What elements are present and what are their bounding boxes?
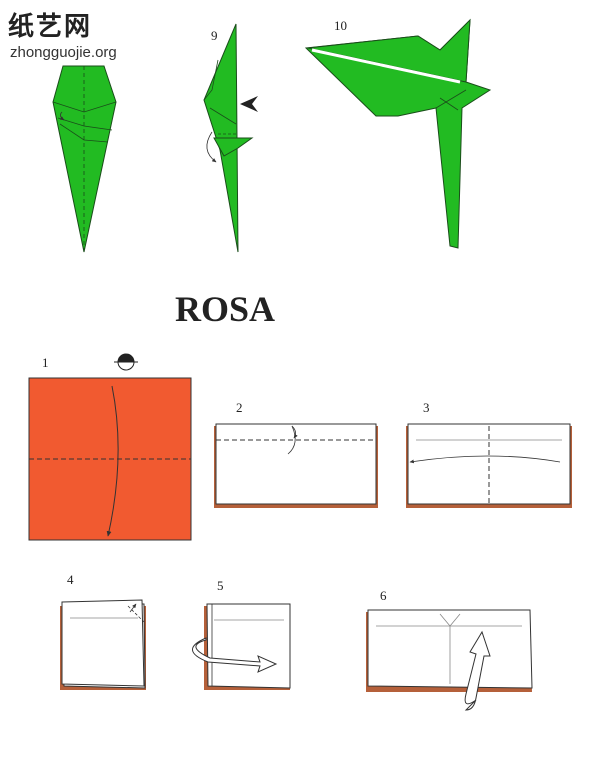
turn-over-icon (114, 353, 138, 371)
leaf-figure-step-10 (304, 18, 492, 249)
diagram-title: ROSA (175, 289, 276, 329)
step-1-number: 1 (42, 355, 49, 370)
leaf-figure-step-8 (52, 65, 117, 253)
step-9-number: 9 (211, 28, 218, 43)
step-5-number: 5 (217, 578, 224, 593)
step-6-rectangle (366, 609, 533, 711)
step-6-number: 6 (380, 588, 387, 603)
step-1-red-square (28, 353, 192, 541)
step-3-folded-rectangle (406, 423, 572, 508)
push-arrow-icon (240, 96, 258, 112)
watermark-chinese-text: 纸艺网 (8, 12, 93, 42)
step-2-folded-rectangle (214, 423, 378, 508)
turn-up-arrow-icon (464, 630, 491, 711)
step-10-number: 10 (334, 18, 347, 33)
step-2-number: 2 (236, 400, 243, 415)
step-5-square (192, 603, 291, 690)
open-arrow-icon (192, 637, 278, 673)
step-4-square (60, 599, 146, 690)
leaf-figure-step-9 (203, 23, 258, 253)
watermark-url: zhongguojie.org (10, 44, 117, 61)
step-3-number: 3 (423, 400, 430, 415)
step-4-number: 4 (67, 572, 74, 587)
